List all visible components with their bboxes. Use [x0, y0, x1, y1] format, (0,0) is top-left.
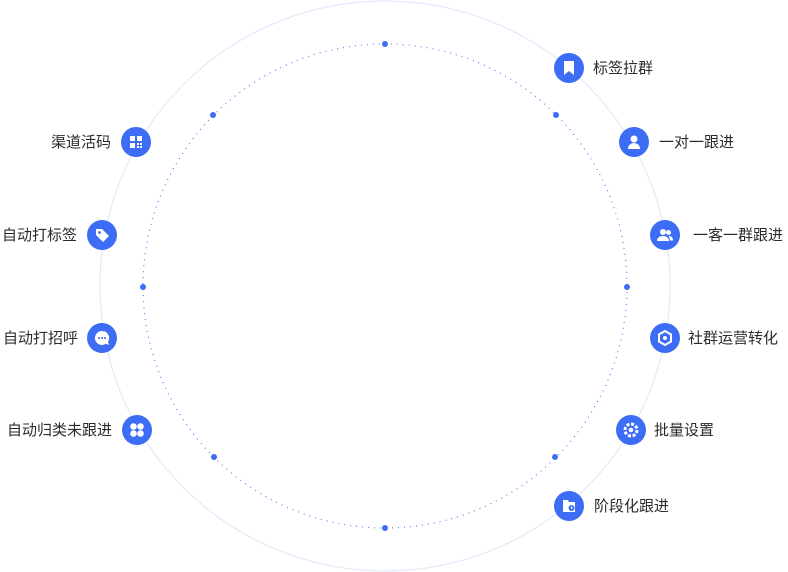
feature-label: 自动打标签	[1, 226, 77, 244]
grid-icon	[122, 415, 152, 445]
outer-ring	[99, 0, 671, 572]
gear-icon	[616, 415, 646, 445]
qrcode-icon	[121, 127, 151, 157]
folder-clock-icon	[554, 491, 584, 521]
user-icon	[619, 127, 649, 157]
bookmark-icon	[554, 53, 584, 83]
feature-label: 标签拉群	[593, 59, 654, 77]
chat-icon	[87, 323, 117, 353]
cycle-icon	[650, 323, 680, 353]
orbit-dots	[140, 41, 630, 531]
feature-label: 一对一跟进	[659, 133, 735, 151]
feature-label: 一客一群跟进	[693, 226, 784, 244]
feature-label: 渠道活码	[50, 133, 111, 151]
tag-icon	[87, 220, 117, 250]
feature-label: 批量设置	[654, 421, 715, 439]
feature-label: 社群运营转化	[688, 329, 779, 347]
feature-label: 自动归类未跟进	[6, 421, 112, 439]
feature-label: 自动打招呼	[2, 329, 78, 347]
users-icon	[650, 220, 680, 250]
feature-label: 阶段化跟进	[594, 497, 670, 515]
